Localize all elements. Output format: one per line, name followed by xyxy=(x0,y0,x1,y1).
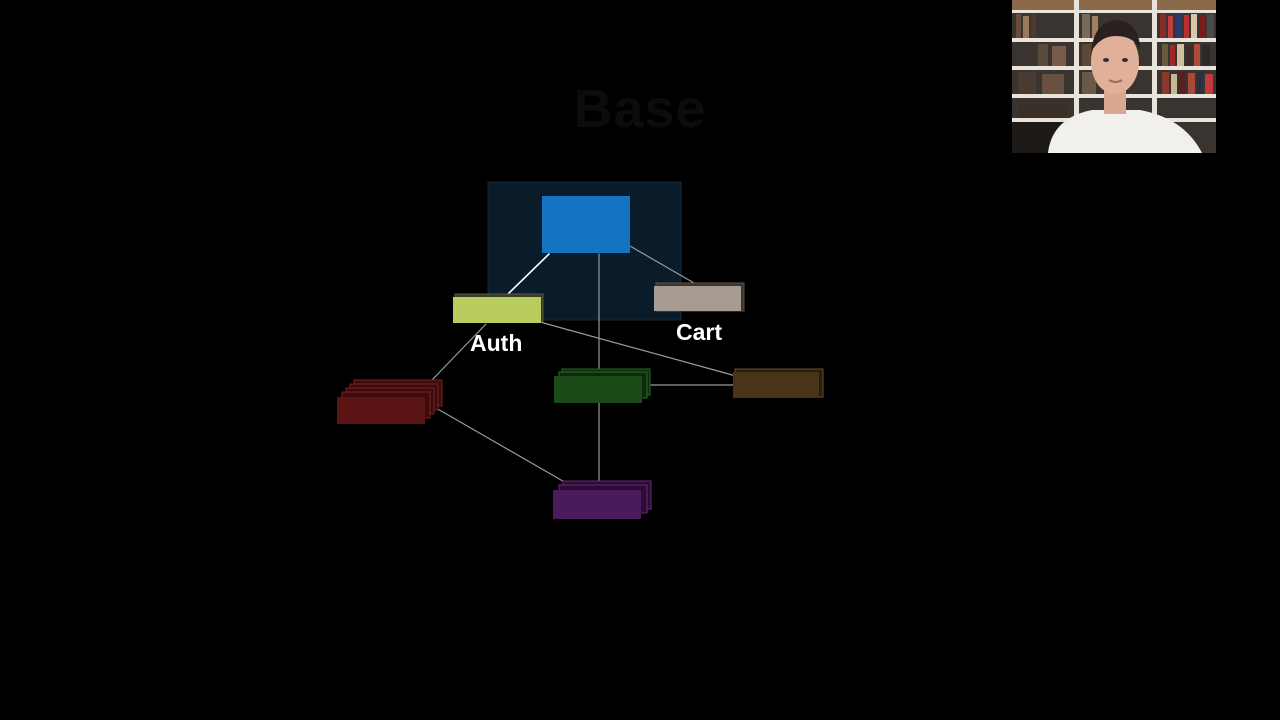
edge-red-purple xyxy=(435,407,569,485)
node-red-stack xyxy=(337,379,443,424)
node-brown xyxy=(733,368,824,398)
edge-base-auth xyxy=(505,253,550,297)
presenter-webcam xyxy=(1012,0,1216,153)
node-cart xyxy=(654,282,745,312)
edge-base-cart xyxy=(629,245,695,284)
auth-label: Auth xyxy=(470,330,523,356)
cart-label: Cart xyxy=(676,319,723,345)
node-base xyxy=(542,196,630,253)
edge-auth-red xyxy=(431,323,487,381)
presenter-video-frame xyxy=(1012,0,1216,153)
edge-auth-brown xyxy=(539,321,737,377)
edges xyxy=(431,245,737,485)
slide-title: Base xyxy=(573,79,707,139)
node-auth xyxy=(453,293,544,323)
node-purple-stack xyxy=(553,480,652,519)
node-green-stack xyxy=(554,368,651,403)
